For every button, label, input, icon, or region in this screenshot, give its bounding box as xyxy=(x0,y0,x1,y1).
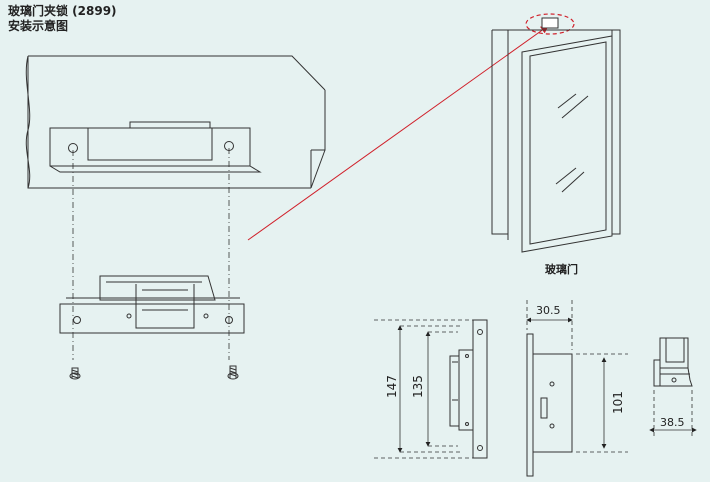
dim-side-height: 101 xyxy=(611,391,625,414)
door-label: 玻璃门 xyxy=(545,262,578,276)
lock-on-door-icon xyxy=(541,17,559,29)
title-subtitle: 安装示意图 xyxy=(8,19,69,33)
dim-front-height-outer: 147 xyxy=(385,375,399,398)
plate-hole-left xyxy=(73,316,81,324)
screw-left xyxy=(69,367,81,380)
glass-door xyxy=(491,29,621,253)
callout-arrow xyxy=(247,25,549,241)
side-hole-bottom xyxy=(549,423,555,429)
front-view xyxy=(449,319,488,459)
alignment-lines xyxy=(72,148,230,360)
plate-hole-right xyxy=(225,316,233,324)
title-product-name: 玻璃门夹锁 (2899) xyxy=(8,4,117,18)
side-dimension-lines xyxy=(526,300,628,453)
door-frame-header xyxy=(25,55,326,189)
plate-pin-right xyxy=(203,313,209,319)
front-pin-top xyxy=(465,354,469,358)
front-hole-top xyxy=(477,329,483,335)
top-view-screw xyxy=(671,377,677,383)
top-view xyxy=(653,337,693,387)
front-pin-bottom xyxy=(465,422,469,426)
dim-side-width: 30.5 xyxy=(536,304,561,317)
side-hole-top xyxy=(549,381,555,387)
top-dimension-lines xyxy=(649,390,697,436)
plate-pin-left xyxy=(126,313,132,319)
diagram-title: 玻璃门夹锁 (2899) 安装示意图 xyxy=(8,4,117,34)
screw-right xyxy=(227,365,239,380)
side-view xyxy=(526,333,573,477)
front-dimension-lines xyxy=(374,319,476,459)
lock-strike-plate xyxy=(59,275,245,334)
lock-location-circle xyxy=(525,13,575,35)
front-hole-bottom xyxy=(477,445,483,451)
dim-top-width: 38.5 xyxy=(660,416,685,429)
dim-front-height-inner: 135 xyxy=(411,375,425,398)
